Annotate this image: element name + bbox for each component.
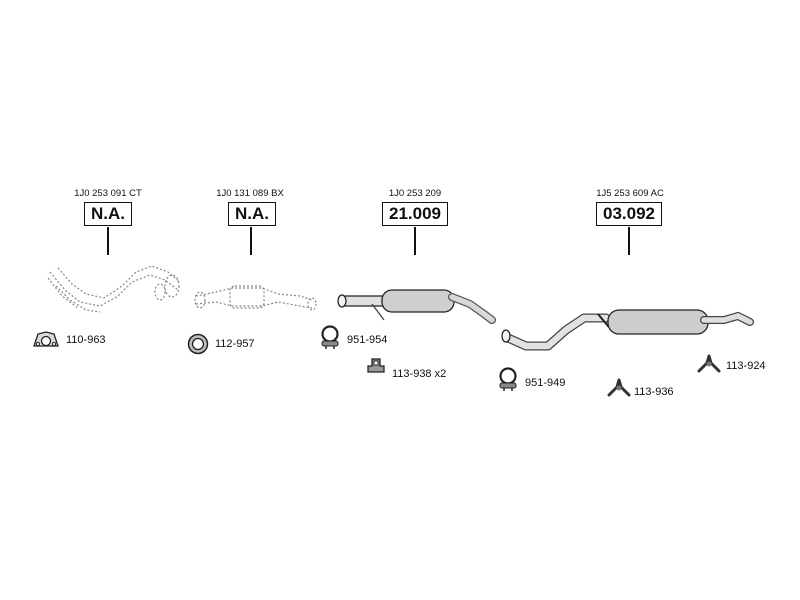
leader-line-4 (628, 227, 630, 255)
accessory-label-113-924: 113-924 (726, 360, 766, 372)
accessory-label-113-938: 113-938 x2 (392, 368, 447, 380)
accessory-label-113-936: 113-936 (634, 386, 674, 398)
accessory-label-951-949: 951-949 (525, 377, 566, 389)
leader-line-3 (414, 227, 416, 255)
rubber-hanger-icon[interactable] (606, 378, 632, 398)
gasket-icon[interactable] (32, 330, 60, 352)
part-number-1: 1J0 253 091 CT (74, 188, 142, 199)
part-code-box-4[interactable]: 03.092 (596, 202, 662, 226)
leader-line-1 (107, 227, 109, 255)
clamp-icon[interactable] (318, 324, 342, 350)
accessory-label-951-954: 951-954 (347, 334, 388, 346)
part-number-3: 1J0 253 209 (388, 188, 442, 199)
mounting-bracket-icon[interactable] (366, 356, 386, 374)
part-number-2: 1J0 131 089 BX (216, 188, 284, 199)
front-pipe-drawing[interactable] (47, 265, 181, 313)
accessory-label-110-963: 110-963 (66, 334, 106, 346)
part-code-box-2[interactable]: N.A. (228, 202, 276, 226)
part-code-box-3[interactable]: 21.009 (382, 202, 448, 226)
clamp-icon[interactable] (496, 366, 520, 392)
rubber-hanger-icon[interactable] (696, 354, 722, 374)
part-code-box-1[interactable]: N.A. (84, 202, 132, 226)
accessory-label-112-957: 112-957 (215, 338, 255, 350)
part-number-4: 1J5 253 609 AC (596, 188, 664, 199)
ring-gasket-icon[interactable] (186, 332, 210, 356)
rear-muffler-drawing[interactable] (501, 309, 754, 351)
catalytic-converter-drawing[interactable] (194, 285, 317, 311)
middle-muffler-drawing[interactable] (337, 289, 496, 324)
leader-line-2 (250, 227, 252, 255)
